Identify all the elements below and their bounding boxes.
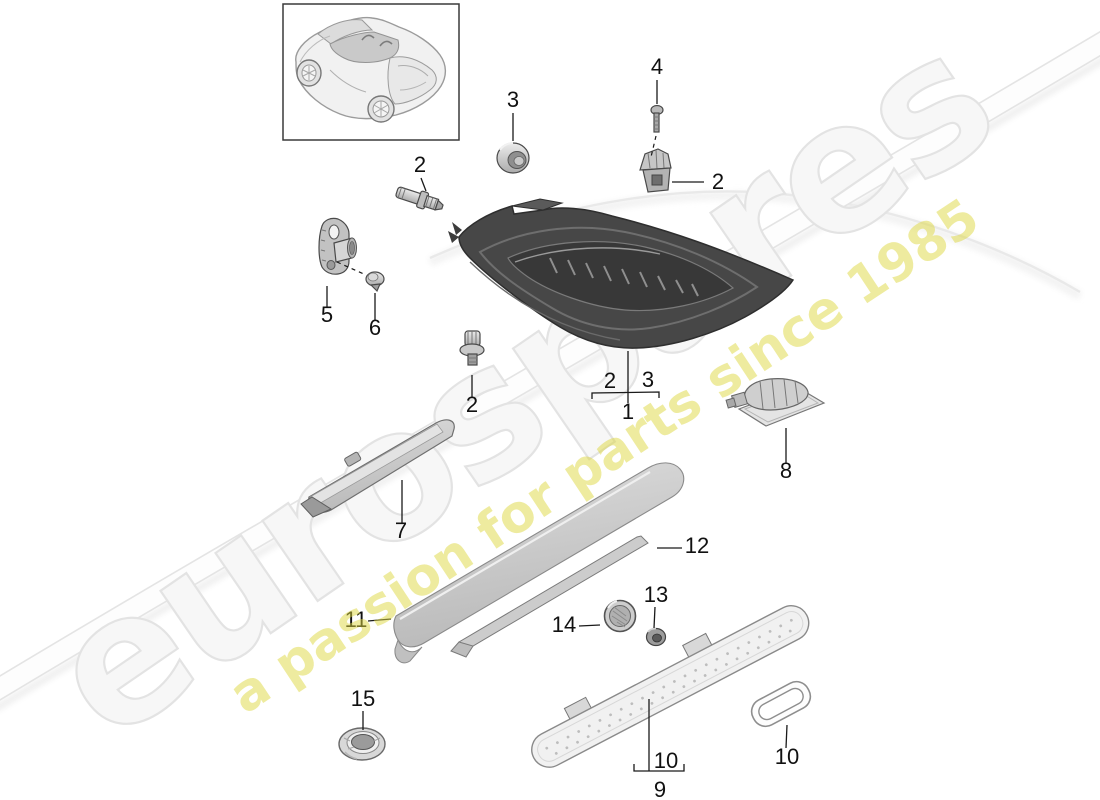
callout-1-rear-light[interactable]: 1 [622, 399, 634, 424]
leader-lines [326, 80, 788, 772]
part-grommet [338, 727, 386, 761]
part-license-plate-light [725, 378, 826, 427]
vehicle-illustration [295, 16, 447, 123]
part-threaded-stud [395, 186, 444, 211]
part-gasket-strip [450, 535, 649, 658]
callout-13-nut[interactable]: 13 [644, 582, 668, 607]
callout-15-grommet[interactable]: 15 [351, 686, 375, 711]
callout-6-screw[interactable]: 6 [369, 315, 381, 340]
callout-5-bracket[interactable]: 5 [321, 302, 333, 327]
part-rear-light [448, 198, 795, 349]
callout-14-cap[interactable]: 14 [552, 612, 576, 637]
callout-9-brake-light[interactable]: 9 [654, 777, 666, 800]
callout-12-strip[interactable]: 12 [685, 533, 709, 558]
part-fastener-screw [459, 330, 485, 366]
callout-7-side-marker[interactable]: 7 [395, 518, 407, 543]
callout-3-capnut[interactable]: 3 [507, 87, 519, 112]
callout-10-seal-right[interactable]: 10 [775, 744, 799, 769]
watermark-brand-text: eurospares [15, 0, 1027, 780]
part-cap-nut [496, 142, 530, 174]
callout-10-seal-bottom[interactable]: 10 [654, 748, 678, 773]
part-nut [645, 627, 667, 647]
part-rubber-buffer [639, 148, 672, 193]
callout-labels: 2 3 4 2 5 6 2 2 3 1 8 7 11 12 13 14 15 1… [321, 54, 799, 800]
callout-8-license-light[interactable]: 8 [780, 458, 792, 483]
callout-3-group[interactable]: 3 [642, 367, 654, 392]
part-bracket-screw [365, 271, 385, 293]
callout-4-screw[interactable]: 4 [651, 54, 663, 79]
callout-2-fastener[interactable]: 2 [466, 392, 478, 417]
vehicle-thumbnail-box [282, 3, 460, 141]
part-cover-cap [603, 599, 637, 633]
callout-2-stud[interactable]: 2 [414, 152, 426, 177]
part-mounting-bracket [318, 217, 357, 275]
part-side-marker-light [300, 419, 455, 518]
part-third-brake-light [531, 605, 810, 768]
part-screw-small [650, 104, 664, 133]
callout-2-buffer[interactable]: 2 [712, 169, 724, 194]
callout-2-group[interactable]: 2 [604, 368, 616, 393]
part-spoiler-trim [393, 462, 685, 664]
callout-11-spoiler[interactable]: 11 [345, 607, 368, 632]
part-seal-gasket [750, 680, 812, 728]
